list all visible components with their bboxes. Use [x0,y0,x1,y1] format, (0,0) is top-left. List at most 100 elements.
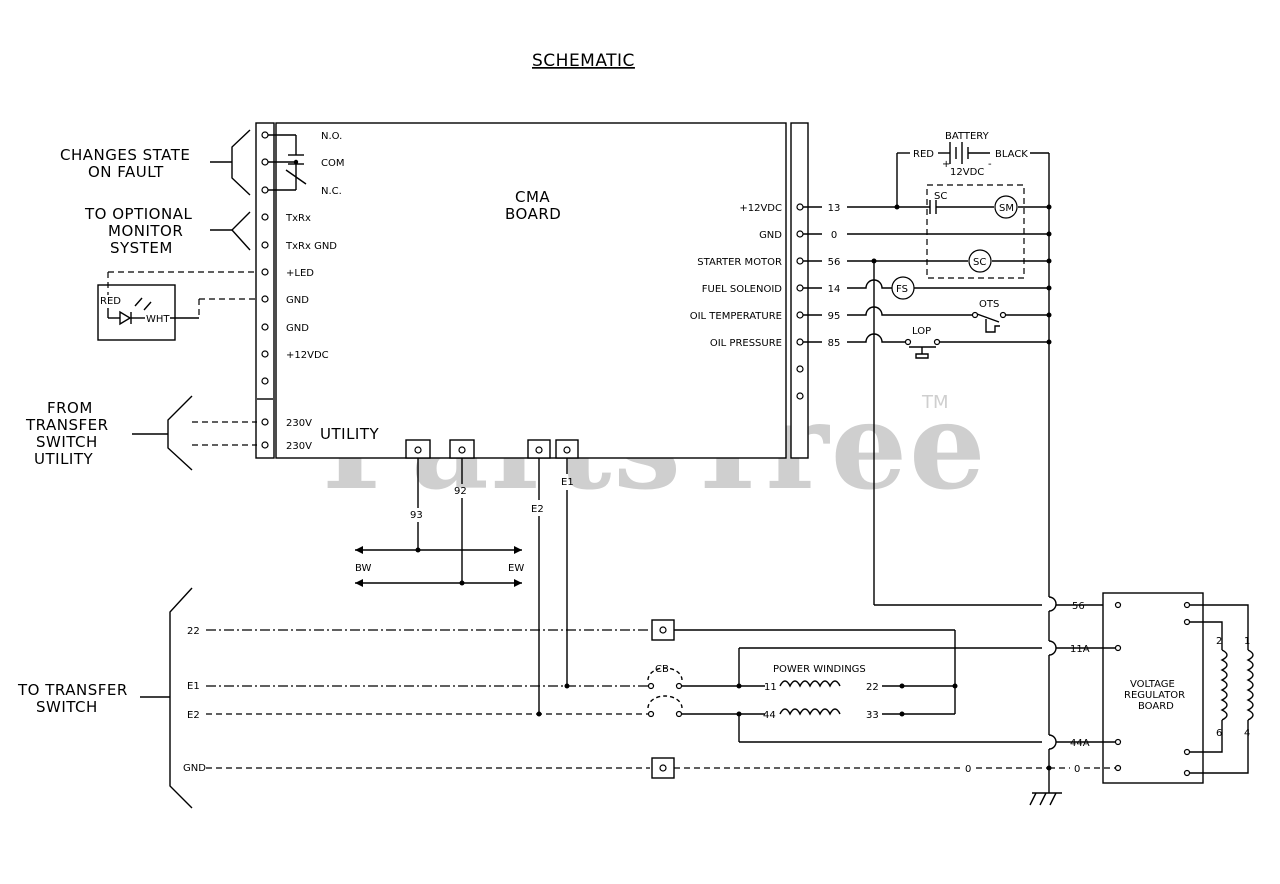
coil-4-label: 4 [1244,728,1250,739]
fault-relay-contacts [268,134,307,191]
fs-label: FS [896,284,908,295]
cma-left-terminal [261,295,269,303]
cma-left-terminal [261,213,269,221]
voltage-regulator: VOLTAGE REGULATOR BOARD 56 11A 44A 0 2 6… [1049,592,1254,784]
regulator-name-1: VOLTAGE [1130,679,1175,690]
cma-left-terminal-label: +LED [286,268,314,279]
cma-left-terminal-label: +12VDC [286,350,329,361]
power-windings: POWER WINDINGS 11 22 44 33 [736,647,1042,743]
wire-e2-label: E2 [531,504,544,515]
cma-board-name-2: BOARD [505,205,561,223]
sc-contact-label: SC [934,191,947,202]
cma-board-name-1: CMA [515,188,550,206]
battery-plus: + [942,159,950,170]
cma-right-terminal [796,392,804,400]
starter-contactor-coil [968,249,992,273]
cma-left-terminal [261,186,269,194]
ew-label: EW [508,563,524,574]
sc-coil-label: SC [973,257,986,268]
cma-right-terminal [796,284,804,292]
cma-left-terminal-label: N.C. [321,186,342,197]
cb-label: CB [655,664,669,675]
cma-right-terminal [796,257,804,265]
bracket-to-ts [169,587,193,809]
oil-temp-switch: OTS [971,299,1007,333]
cma-left-terminal [261,418,269,426]
battery-red-label: RED [913,149,934,160]
fuel-solenoid-symbol [891,276,915,300]
cma-right-wire-label: 56 [828,257,841,268]
cma-left-terminal [261,268,269,276]
cma-left-terminal-strip [255,122,275,459]
winding-22-label: 22 [866,682,879,693]
note-to-ts-1: TO TRANSFER [17,681,128,699]
cma-left-terminal-label: TxRx [285,213,311,224]
battery-minus: - [988,159,992,170]
cma-left-terminal [261,241,269,249]
coil-1-label: 1 [1244,636,1250,647]
note-monitor-3: SYSTEM [110,239,173,257]
cma-left-terminal-label: TxRx GND [285,241,337,252]
cma-left-terminal-label: GND [286,323,309,334]
bw-label: BW [355,563,372,574]
bracket-monitor [231,211,251,251]
cma-right-wire-label: 95 [828,311,841,322]
note-changes-state-2: ON FAULT [88,163,164,181]
reg-wire-11a-label: 11A [1070,644,1090,655]
cma-right-wire-label: 14 [828,284,841,295]
cma-right-wire-label: 13 [828,203,841,214]
wire-93-label: 93 [410,510,423,521]
coil-6-label: 6 [1216,728,1222,739]
cma-left-terminal [261,377,269,385]
cma-right-terminal [796,230,804,238]
winding-33-label: 33 [866,710,879,721]
note-changes-state-1: CHANGES STATE [60,146,190,164]
regulator-name-2: REGULATOR [1124,690,1185,701]
battery-voltage: 12VDC [950,167,984,178]
winding-11-label: 11 [764,682,777,693]
left-notes: CHANGES STATE ON FAULT TO OPTIONAL MONIT… [17,129,257,809]
note-monitor-1: TO OPTIONAL [84,205,192,223]
cma-left-terminal-label: N.O. [321,131,342,142]
cma-left-terminal-label: COM [321,158,344,169]
note-from-ts-4: UTILITY [34,450,94,468]
line-gnd-label: GND [183,763,206,774]
cma-right-terminal-label: GND [759,230,782,241]
cma-right-terminal-label: +12VDC [739,203,782,214]
winding-44-label: 44 [763,710,776,721]
note-to-ts-2: SWITCH [36,698,98,716]
coil-2-label: 2 [1216,636,1222,647]
cma-left-terminal [261,131,269,139]
cma-right-wire-label: 85 [828,338,841,349]
starter-contactor-assembly: SC SM SC FS [891,184,1025,300]
wire-e1-label: E1 [561,477,574,488]
ots-label: OTS [979,299,999,310]
right-wires [847,200,1115,806]
note-monitor-2: MONITOR [108,222,183,240]
cma-right-terminal [796,311,804,319]
cma-right-terminal [796,338,804,346]
cma-right-wire-label: 0 [831,230,837,241]
led-indicator: RED WHT [97,271,257,341]
cma-right-terminal [796,203,804,211]
line-22-label: 22 [187,626,200,637]
cma-left-terminal [261,158,269,166]
note-from-ts-2: TRANSFER [25,416,109,434]
led-red-label: RED [100,296,121,307]
cma-bottom-terminals [405,439,579,459]
cma-right-terminal-label: OIL TEMPERATURE [690,311,782,322]
sm-label: SM [999,203,1014,214]
battery-black-label: BLACK [995,149,1028,160]
cma-left-terminal-label: 230V [286,441,312,452]
cma-left-terminal-label: 230V [286,418,312,429]
cma-left-terminal [261,350,269,358]
page-title: SCHEMATIC [532,51,635,71]
excitation-wires: 93 92 BW EW E2 E1 [355,458,574,714]
reg-wire-0-label: 0 [1074,764,1080,775]
transfer-lines: 22 E1 CB E2 GND 0 [183,619,1049,779]
gnd-wire-0-label: 0 [965,764,971,775]
